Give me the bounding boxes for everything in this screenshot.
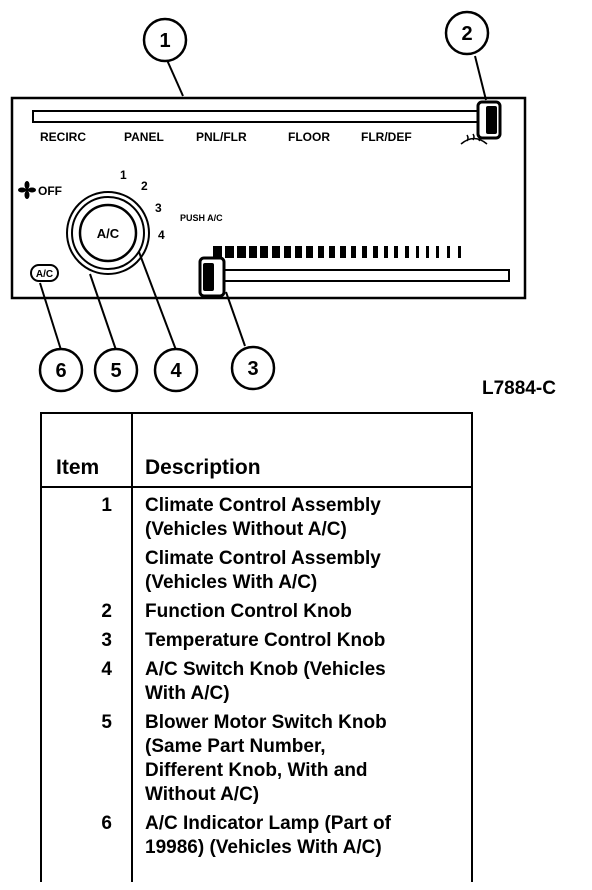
table-row: 1 Climate Control Assembly (Vehicles With… <box>42 494 471 542</box>
function-slider-track <box>32 110 486 123</box>
blower-speed-1: 1 <box>120 168 127 182</box>
callout-4: 4 <box>153 347 199 393</box>
gradient-block <box>458 246 461 258</box>
row-item-number: 3 <box>101 630 112 651</box>
function-label-flr-def: FLR/DEF <box>361 130 412 144</box>
gradient-block <box>394 246 398 258</box>
climate-control-diagram: RECIRC PANEL PNL/FLR FLOOR FLR/DEF OFF 1… <box>10 10 556 399</box>
defrost-icon <box>460 133 488 145</box>
function-label-recirc: RECIRC <box>40 130 86 144</box>
row-description: Climate Control Assembly (Vehicles Witho… <box>145 495 381 540</box>
blower-speed-4: 4 <box>158 228 165 242</box>
gradient-block <box>318 246 324 258</box>
row-description: A/C Switch Knob (Vehicles With A/C) <box>145 659 386 704</box>
ac-switch-knob[interactable]: A/C <box>78 203 138 263</box>
function-label-floor: FLOOR <box>288 130 330 144</box>
function-label-panel: PANEL <box>124 130 164 144</box>
svg-text:5: 5 <box>110 360 121 382</box>
gradient-block <box>416 246 419 258</box>
blower-speed-3: 3 <box>155 201 162 215</box>
ac-indicator-lamp: A/C <box>30 264 59 282</box>
gradient-block <box>447 246 450 258</box>
table-row: 3 Temperature Control Knob <box>42 629 471 653</box>
row-item-number: 4 <box>101 659 112 680</box>
table-row: 6 A/C Indicator Lamp (Part of 19986) (Veh… <box>42 812 471 860</box>
header-item: Item <box>56 456 100 479</box>
table-row: Climate Control Assembly (Vehicles With … <box>42 547 471 595</box>
gradient-block <box>306 246 313 258</box>
gradient-block <box>373 246 378 258</box>
callout-6: 6 <box>38 347 84 393</box>
svg-text:6: 6 <box>55 360 66 382</box>
gradient-block <box>329 246 335 258</box>
leader-lines <box>39 55 487 351</box>
row-item-number: 1 <box>101 495 112 516</box>
blower-speed-2: 2 <box>141 179 148 193</box>
indicator-lamp-label: A/C <box>36 269 53 280</box>
gradient-block <box>237 246 246 258</box>
callout-2: 2 <box>444 10 490 56</box>
blower-off-label: OFF <box>38 184 62 198</box>
control-panel-outline <box>10 96 527 300</box>
blower-motor-switch-knob[interactable] <box>66 191 150 275</box>
gradient-block <box>351 246 356 258</box>
row-description: Temperature Control Knob <box>145 630 386 651</box>
gradient-block <box>284 246 291 258</box>
gradient-block <box>340 246 346 258</box>
row-description: Blower Motor Switch Knob (Same Part Numb… <box>145 712 387 805</box>
table-header-divider <box>42 486 471 488</box>
gradient-block <box>405 246 409 258</box>
gradient-block <box>436 246 439 258</box>
gradient-block <box>249 246 257 258</box>
gradient-block <box>272 246 280 258</box>
push-ac-label: PUSH A/C <box>180 213 223 223</box>
gradient-block <box>362 246 367 258</box>
svg-text:2: 2 <box>461 23 472 45</box>
gradient-block <box>384 246 388 258</box>
fan-icon <box>18 181 36 199</box>
header-description: Description <box>145 456 261 479</box>
table-row: 2 Function Control Knob <box>42 600 471 624</box>
row-description: Function Control Knob <box>145 601 352 622</box>
function-label-pnl-flr: PNL/FLR <box>196 130 247 144</box>
row-description: Climate Control Assembly (Vehicles With … <box>145 548 381 593</box>
ac-knob-label: A/C <box>97 226 120 241</box>
row-item-number: 6 <box>101 813 112 834</box>
gradient-block <box>295 246 302 258</box>
gradient-block <box>213 246 222 258</box>
callout-5: 5 <box>93 347 139 393</box>
row-description: A/C Indicator Lamp (Part of 19986) (Vehi… <box>145 813 391 858</box>
table-row: 4 A/C Switch Knob (Vehicles With A/C) <box>42 658 471 706</box>
row-item-number: 5 <box>101 712 112 733</box>
svg-text:4: 4 <box>170 360 182 382</box>
gradient-block <box>225 246 234 258</box>
temperature-slider-track <box>212 269 510 282</box>
svg-text:3: 3 <box>247 358 258 380</box>
svg-text:1: 1 <box>159 30 170 52</box>
temperature-gradient-bar <box>213 246 461 258</box>
gradient-block <box>260 246 268 258</box>
row-item-number: 2 <box>101 601 112 622</box>
callout-1: 1 <box>142 17 188 63</box>
row-item-number <box>42 547 145 595</box>
function-control-knob[interactable] <box>476 100 502 140</box>
callout-3: 3 <box>230 345 276 391</box>
temperature-control-knob[interactable] <box>198 256 226 298</box>
table-column-divider <box>131 414 133 882</box>
gradient-block <box>426 246 429 258</box>
table-row: 5 Blower Motor Switch Knob (Same Part Num… <box>42 711 471 807</box>
figure-code: L7884-C <box>482 378 556 399</box>
